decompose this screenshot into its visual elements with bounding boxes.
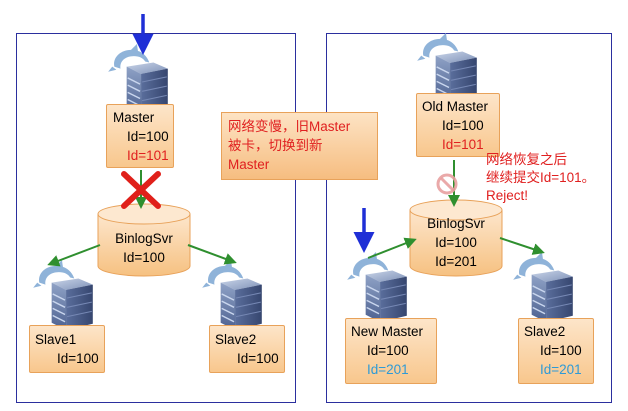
reject-note: 网络恢复之后 继续提交Id=101。 Reject! [486,151,595,205]
master-name: Master [113,110,155,125]
failover-note-line-2: 被卡，切换到新 [228,138,323,153]
slave2-node: Slave2 Id=100 [209,325,285,373]
binlog-to-slave2-right-arrow [499,237,545,255]
reject-note-line-2: 继续提交Id=101。 [486,170,596,185]
new-master-id: Id=100 [367,343,409,358]
old-master-node: Old Master Id=100 Id=101 [416,93,500,157]
master-node: Master Id=100 Id=101 [106,104,174,168]
slave2-right-id: Id=100 [540,343,582,358]
binlog-new-id-201: Id=201 [435,254,477,269]
binlog-to-slave1-arrow [47,244,101,267]
slave2-id: Id=100 [237,351,279,366]
old-master-name: Old Master [422,99,489,114]
binlog-name: BinlogSvr [115,231,173,246]
master-pending-id: Id=101 [127,148,169,163]
binlog-to-slave2-arrow [187,244,237,265]
binlog-new-node: BinlogSvr Id=100 Id=201 [408,198,504,278]
binlog-new-name: BinlogSvr [427,216,485,231]
prohibited-icon [436,173,458,195]
slave1-name: Slave1 [35,332,77,347]
old-master-pending-id: Id=101 [442,137,484,152]
binlog-id: Id=100 [123,250,165,265]
old-master-id: Id=100 [442,118,484,133]
slave2-right-name: Slave2 [524,324,566,339]
binlog-new-id: Id=100 [435,235,477,250]
new-master-node: New Master Id=100 Id=201 [345,318,437,384]
slave1-node: Slave1 Id=100 [29,325,105,373]
red-x-icon [121,171,161,209]
binlog-node: BinlogSvr Id=100 [96,202,192,278]
reject-note-line-1: 网络恢复之后 [486,152,567,167]
reject-note-line-3: Reject! [486,188,529,203]
slave1-id: Id=100 [57,351,99,366]
failover-note-line-3: Master [228,157,270,172]
new-master-name: New Master [351,324,424,339]
new-master-id-201: Id=201 [367,362,409,377]
failover-note: 网络变慢，旧Master 被卡，切换到新 Master [221,112,378,180]
slave2-name: Slave2 [215,332,257,347]
master-id: Id=100 [127,129,169,144]
slave2-right-node: Slave2 Id=100 Id=201 [518,318,594,384]
new-master-to-binlog-arrow [367,237,417,259]
failover-note-line-1: 网络变慢，旧Master [228,119,351,134]
slave2-right-id-201: Id=201 [540,362,582,377]
